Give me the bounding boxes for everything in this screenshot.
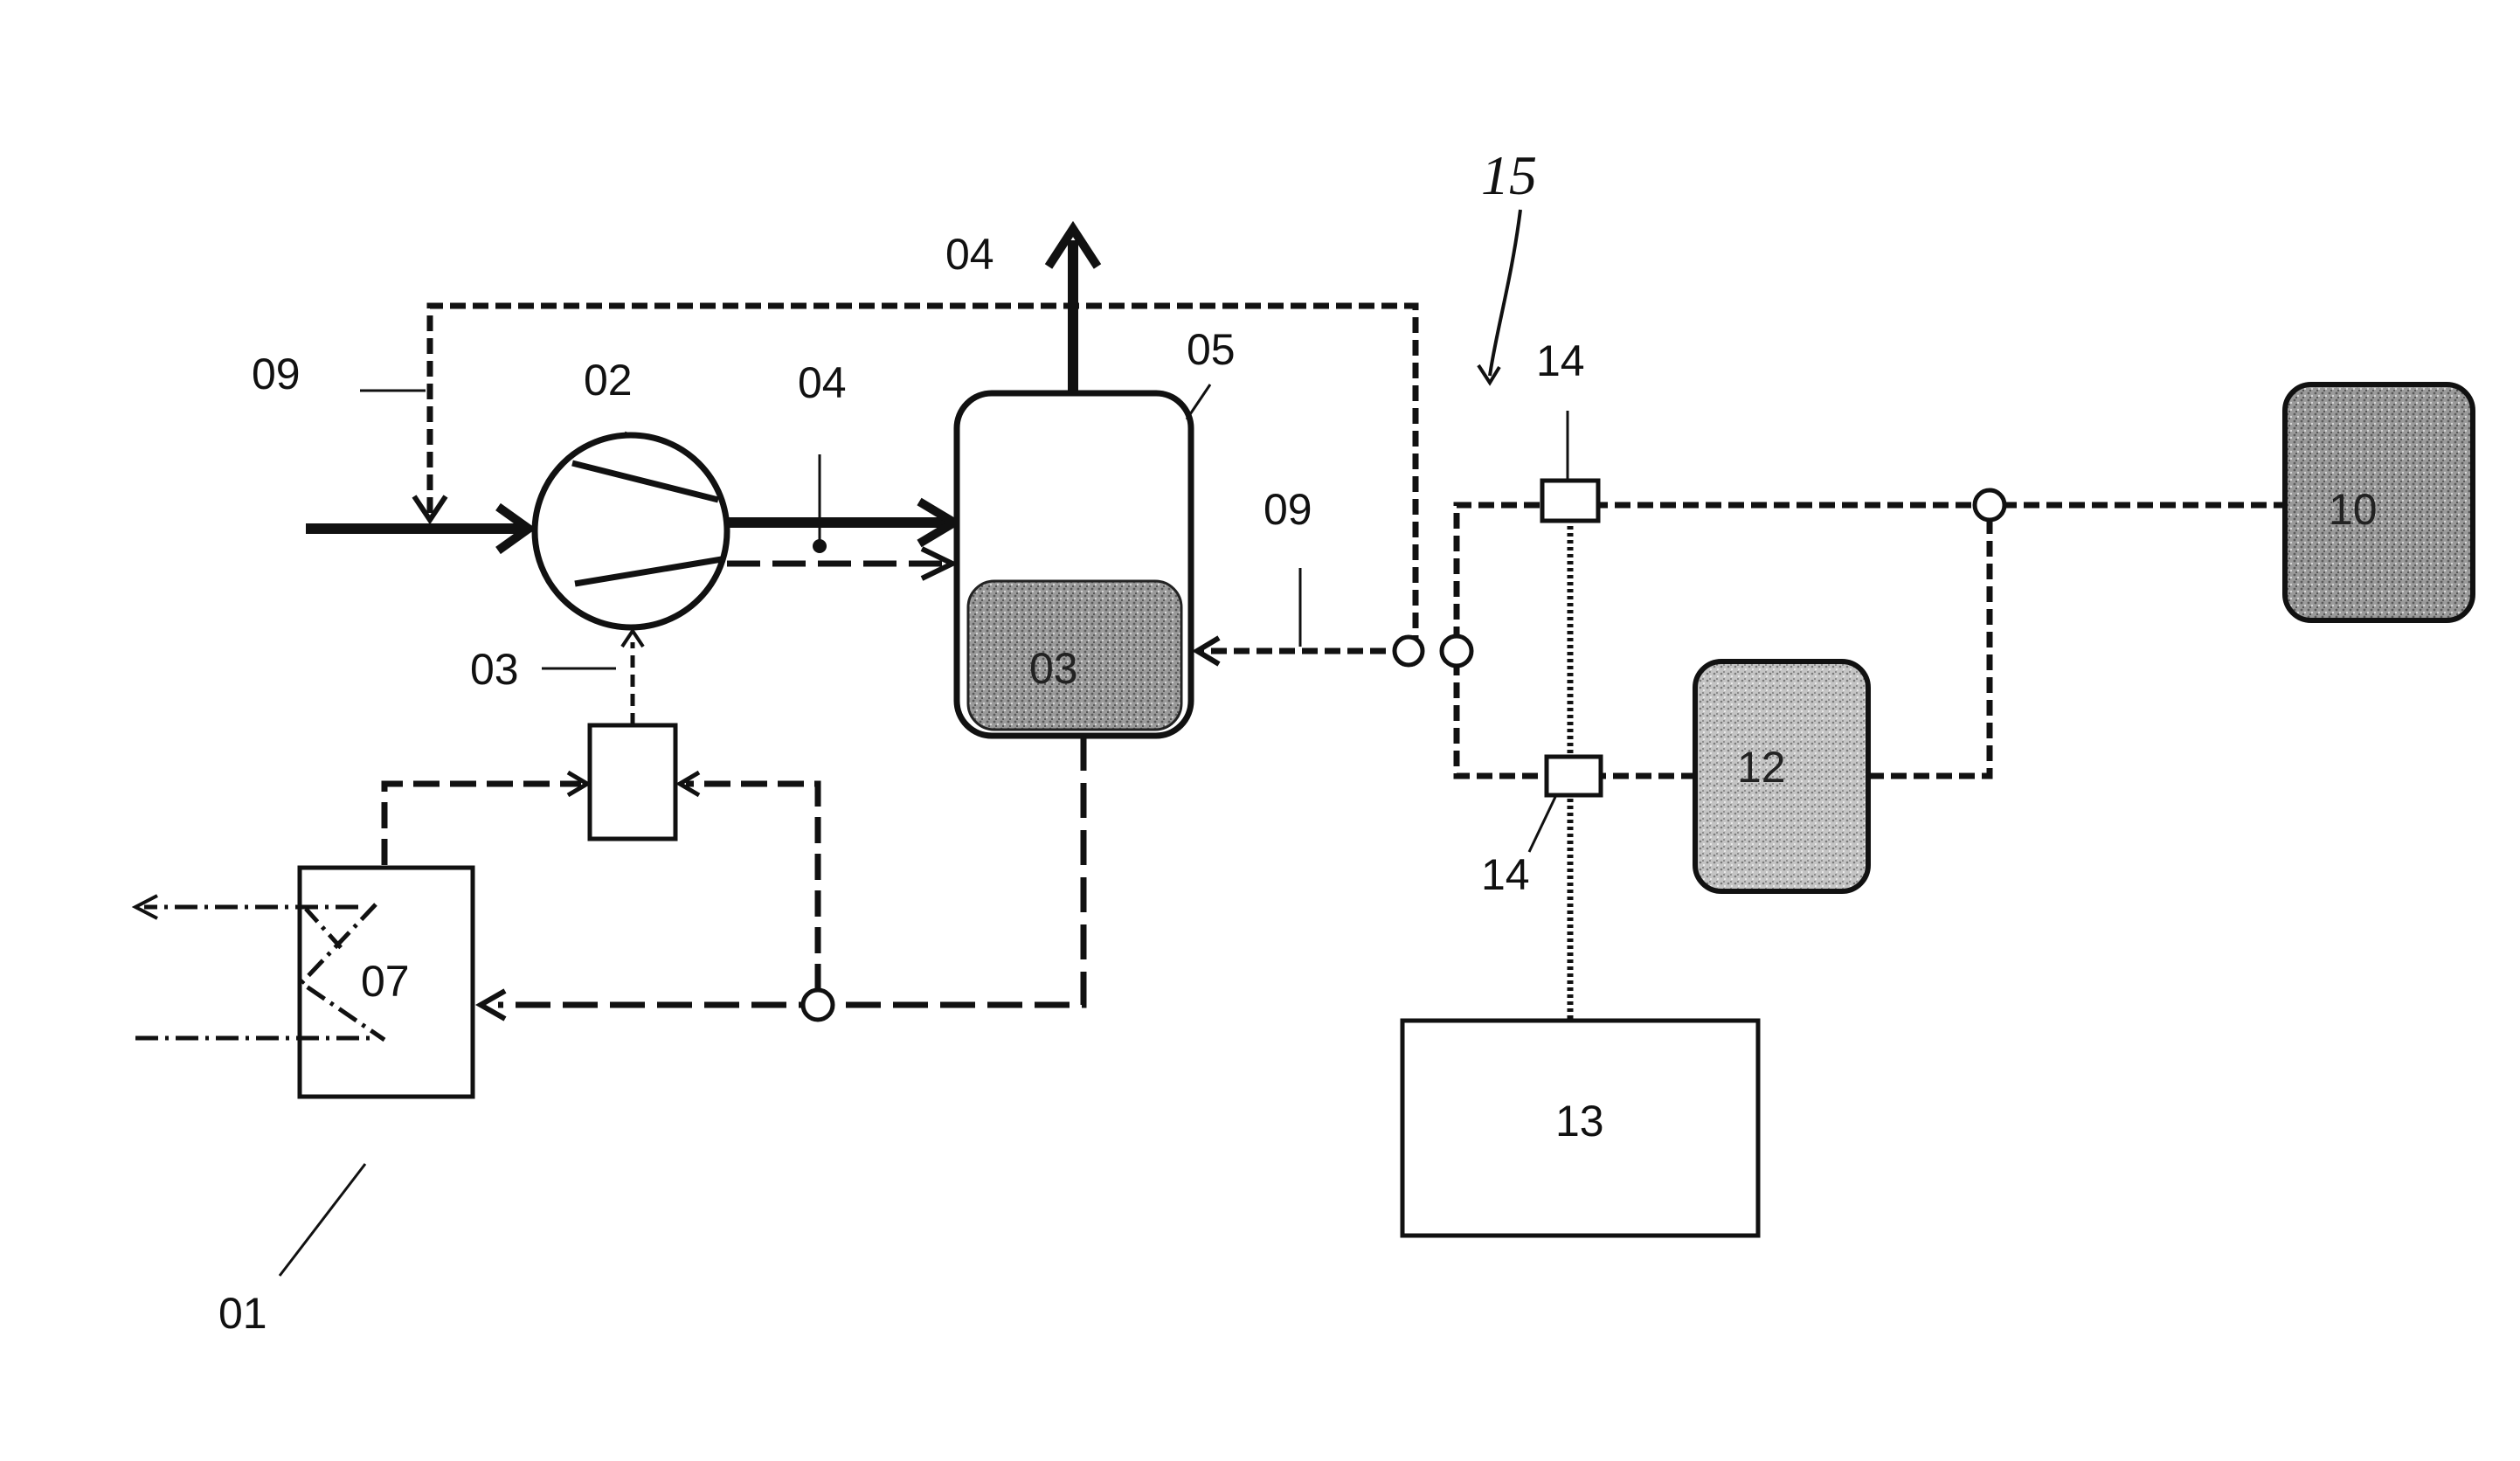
label-03-fuel: 03 [1029, 644, 1078, 693]
label-05: 05 [1187, 325, 1236, 374]
label-13: 13 [1555, 1097, 1604, 1146]
drain-line [498, 736, 1083, 1005]
label-04-top: 04 [945, 230, 994, 279]
label-09-left: 09 [252, 350, 301, 398]
label-09-right: 09 [1263, 485, 1312, 534]
junction-drain [803, 990, 833, 1020]
label-04-mid: 04 [798, 358, 847, 407]
sensor-14-top [1542, 481, 1598, 521]
leader-01 [280, 1164, 365, 1276]
label-03-pointer: 03 [470, 645, 519, 694]
label-07: 07 [361, 957, 410, 1006]
unit-to-control-line [384, 784, 581, 865]
compressor-02 [535, 435, 727, 627]
leader-14-bottom [1529, 797, 1555, 852]
label-14-top: 14 [1536, 336, 1585, 385]
storage-10 [2285, 384, 2473, 620]
label-01: 01 [218, 1289, 267, 1338]
junction-15 [1442, 636, 1471, 666]
leader-15 [1490, 210, 1520, 376]
junction-to-control-line [686, 784, 818, 990]
bus-top [1457, 505, 2285, 642]
leader-05 [1187, 384, 1210, 419]
sensor-14-bottom [1547, 757, 1601, 795]
junction-storage [1975, 490, 2004, 520]
label-15: 15 [1481, 144, 1537, 206]
junction-09 [1395, 637, 1423, 665]
control-box [590, 725, 675, 839]
leader-04-dot [813, 539, 827, 553]
label-14-bottom: 14 [1481, 850, 1530, 899]
label-12: 12 [1737, 743, 1786, 792]
label-10: 10 [2329, 485, 2378, 534]
label-02: 02 [584, 356, 633, 405]
bus-right [1868, 521, 1990, 776]
